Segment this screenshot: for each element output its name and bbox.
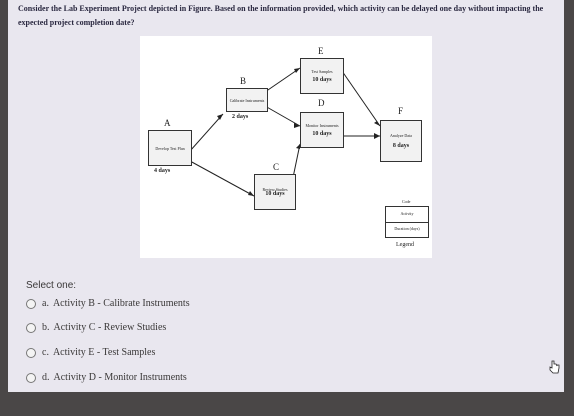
node-f: Analyze Data 8 days bbox=[380, 120, 422, 162]
arrow-b-e bbox=[264, 67, 301, 93]
legend-divider bbox=[386, 222, 428, 223]
node-f-label: Analyze Data bbox=[390, 133, 412, 138]
arrow-b-d bbox=[264, 105, 301, 127]
option-b-letter: b. bbox=[42, 322, 50, 333]
node-e: Test Samples 10 days bbox=[300, 58, 344, 94]
node-a-id: A bbox=[164, 118, 171, 128]
node-c: Review Studies 10 days bbox=[254, 174, 296, 210]
quiz-screen: Consider the Lab Experiment Project depi… bbox=[8, 0, 564, 392]
option-b-radio[interactable] bbox=[26, 322, 36, 333]
legend-title: Legend bbox=[396, 242, 414, 248]
node-c-duration: 10 days bbox=[265, 191, 285, 197]
select-one-label: Select one: bbox=[26, 280, 77, 291]
node-f-id: F bbox=[398, 106, 404, 116]
legend-code: Code bbox=[402, 199, 411, 204]
node-d: Monitor Instruments 10 days bbox=[300, 112, 344, 148]
option-a-letter: a. bbox=[42, 298, 49, 309]
hand-cursor-icon bbox=[549, 360, 560, 374]
legend-activity: Activity bbox=[400, 211, 414, 216]
node-c-label: Review Studies bbox=[262, 187, 288, 192]
node-e-duration: 10 days bbox=[312, 77, 332, 83]
option-d-radio[interactable] bbox=[26, 372, 36, 383]
node-c-id: C bbox=[273, 162, 280, 172]
option-d-text: Activity D - Monitor Instruments bbox=[53, 372, 187, 383]
node-d-label: Monitor Instruments bbox=[305, 123, 339, 128]
legend-box: Activity Duration (days) bbox=[385, 206, 429, 238]
arrow-a-b bbox=[189, 113, 224, 152]
arrow-e-f bbox=[341, 70, 381, 127]
option-a-radio[interactable] bbox=[26, 298, 36, 309]
option-d-letter: d. bbox=[42, 372, 50, 383]
node-e-id: E bbox=[318, 46, 324, 56]
network-diagram: A Develop Test Plan 4 days B Calibrate I… bbox=[140, 36, 432, 258]
node-b-id: B bbox=[240, 76, 247, 86]
option-b-text: Activity C - Review Studies bbox=[53, 322, 167, 333]
node-b-duration: 2 days bbox=[232, 114, 249, 120]
diagram-arrows bbox=[189, 67, 381, 197]
node-e-label: Test Samples bbox=[311, 69, 333, 74]
option-c-radio[interactable] bbox=[26, 347, 36, 358]
option-d[interactable]: d. Activity D - Monitor Instruments bbox=[26, 372, 187, 383]
option-b[interactable]: b. Activity C - Review Studies bbox=[26, 322, 166, 333]
option-c-text: Activity E - Test Samples bbox=[52, 347, 156, 358]
node-a: Develop Test Plan bbox=[148, 130, 192, 166]
node-f-duration: 8 days bbox=[392, 143, 410, 149]
option-a-text: Activity B - Calibrate Instruments bbox=[52, 298, 190, 309]
arrow-a-c bbox=[189, 160, 255, 197]
node-b-label: Calibrate Instruments bbox=[229, 97, 265, 103]
node-a-duration: 4 days bbox=[154, 168, 171, 174]
question-text: Consider the Lab Experiment Project depi… bbox=[18, 4, 544, 27]
node-d-id: D bbox=[318, 98, 325, 108]
node-b: Calibrate Instruments bbox=[226, 88, 268, 112]
option-a[interactable]: a. Activity B - Calibrate Instruments bbox=[26, 298, 190, 309]
option-c-letter: c. bbox=[42, 347, 49, 358]
legend-duration: Duration (days) bbox=[394, 226, 420, 231]
option-c[interactable]: c. Activity E - Test Samples bbox=[26, 347, 155, 358]
node-d-duration: 10 days bbox=[312, 131, 332, 137]
node-a-label: Develop Test Plan bbox=[155, 145, 185, 151]
